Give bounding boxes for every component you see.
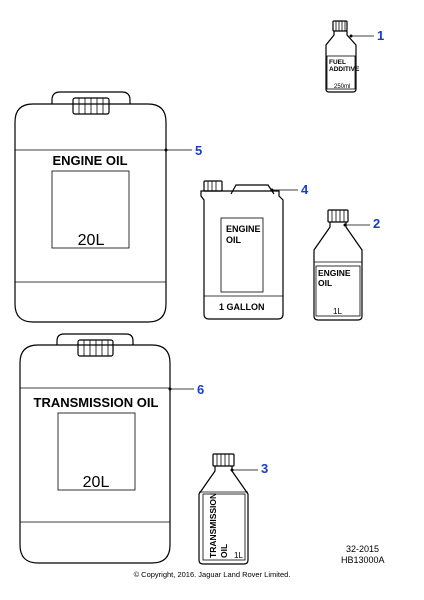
callout-1: 1 bbox=[377, 28, 384, 43]
engine-oil-1l-label-line2: OIL bbox=[318, 278, 332, 288]
engine-oil-1l-volume: 1L bbox=[333, 307, 342, 316]
fuel-additive-volume: 250ml bbox=[334, 84, 350, 90]
callout-4: 4 bbox=[301, 182, 309, 197]
transmission-oil-1l-label-line1: TRANSMISSION bbox=[208, 493, 218, 558]
transmission-oil-1l-label-line2: OIL bbox=[219, 544, 229, 558]
callout-6: 6 bbox=[197, 382, 204, 397]
engine-oil-20l-volume: 20L bbox=[78, 232, 105, 249]
transmission-oil-20l-title: TRANSMISSION OIL bbox=[34, 395, 159, 410]
fuel-additive-bottle: FUEL ADDITIVE 250ml bbox=[325, 20, 374, 93]
transmission-oil-1l-volume: 1L bbox=[234, 551, 243, 560]
reference-date: 32-2015 bbox=[346, 544, 379, 554]
fuel-additive-label-line1: FUEL bbox=[329, 59, 346, 66]
engine-oil-20l-title: ENGINE OIL bbox=[52, 153, 127, 168]
engine-oil-1l-label-line1: ENGINE bbox=[318, 268, 351, 278]
engine-oil-gallon-volume: 1 GALLON bbox=[219, 302, 265, 312]
transmission-oil-1l-bottle: TRANSMISSION OIL 1L bbox=[198, 453, 258, 565]
transmission-oil-20l-volume: 20L bbox=[83, 474, 110, 491]
engine-oil-20l-drum: ENGINE OIL 20L bbox=[14, 91, 192, 323]
transmission-oil-20l-drum: TRANSMISSION OIL 20L bbox=[19, 333, 194, 564]
engine-oil-gallon-label-line1: ENGINE bbox=[226, 224, 261, 234]
reference-code: HB13000A bbox=[341, 555, 385, 565]
fuel-additive-label-line2: ADDITIVE bbox=[329, 66, 360, 73]
callout-3: 3 bbox=[261, 461, 268, 476]
copyright-notice: © Copyright, 2016. Jaguar Land Rover Lim… bbox=[134, 570, 291, 579]
engine-oil-gallon-can: ENGINE OIL 1 GALLON bbox=[200, 180, 298, 320]
callout-5: 5 bbox=[195, 143, 202, 158]
engine-oil-1l-bottle: ENGINE OIL 1L bbox=[313, 209, 370, 321]
engine-oil-gallon-label-line2: OIL bbox=[226, 235, 242, 245]
callout-2: 2 bbox=[373, 216, 380, 231]
